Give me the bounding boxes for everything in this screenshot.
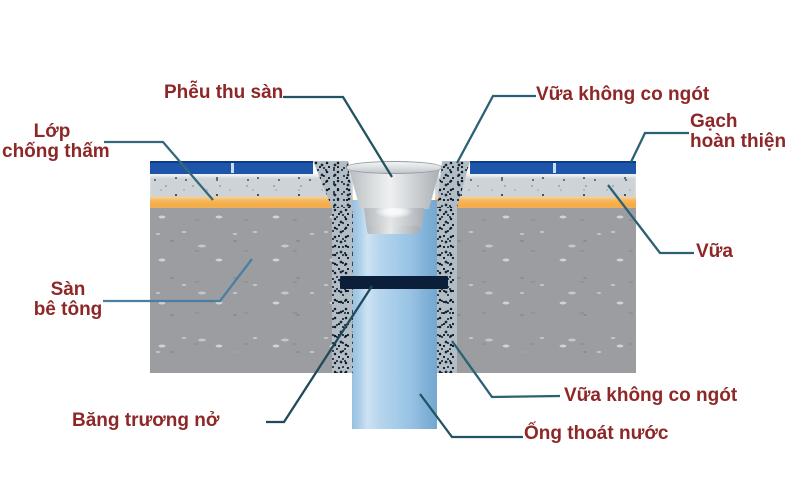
- leader-lop-chong-tham: [104, 140, 214, 201]
- label-vua-right: Vữa: [696, 241, 733, 262]
- leader-san-be-tong: [103, 258, 253, 303]
- concrete-slab-left: [150, 208, 353, 373]
- drain-funnel-outlet: [367, 226, 419, 234]
- concrete-slab-right: [437, 208, 636, 373]
- label-lop-chong-tham-line1: Lớp: [33, 121, 71, 142]
- drain-pipe: [352, 200, 437, 429]
- waterproofing-layer-right: [435, 197, 636, 208]
- label-san-be-tong-line1: Sàn: [50, 279, 86, 300]
- tile-joint-right: [553, 163, 556, 173]
- label-san-be-tong-line2: bê tông: [33, 299, 103, 320]
- label-gach-hoan-thien: Gạch hoàn thiện: [690, 112, 786, 152]
- waterstop-band: [340, 276, 448, 289]
- label-lop-chong-tham-line2: chống thấm: [2, 141, 110, 162]
- nonshrink-mortar-column-left: [332, 208, 353, 373]
- tile-joint-left: [231, 163, 234, 173]
- label-lop-chong-tham: Lớp chống thấm: [2, 121, 110, 162]
- leader-bang-truong-no: [266, 285, 373, 424]
- label-vua-khong-co-ngot-top: Vữa không co ngót: [536, 84, 710, 105]
- label-gach-hoan-thien-line2: hoàn thiện: [690, 131, 787, 152]
- label-san-be-tong: Sàn bê tông: [30, 280, 106, 320]
- nonshrink-mortar-column-right: [437, 208, 457, 373]
- leader-pheu-thu-san: [283, 95, 393, 178]
- mortar-bed-layer-right: [435, 174, 636, 197]
- leader-vua-right: [607, 184, 694, 255]
- leader-vua-khong-co-ngot-bottom: [451, 340, 561, 399]
- drain-funnel-neck: [363, 208, 425, 228]
- drain-funnel-body: [348, 169, 441, 209]
- label-bang-truong-no: Băng trương nở: [72, 410, 220, 431]
- label-ong-thoat-nuoc: Ống thoát nước: [524, 423, 669, 444]
- leader-vua-khong-co-ngot-top: [455, 94, 536, 164]
- leader-ong-thoat-nuoc: [419, 393, 523, 439]
- label-vua-khong-co-ngot-bottom: Vữa không co ngót: [564, 385, 738, 406]
- mortar-bed-layer-left: [150, 174, 353, 197]
- waterproofing-layer-left: [150, 197, 353, 208]
- drain-funnel-rim: [346, 161, 442, 174]
- label-pheu-thu-san: Phễu thu sàn: [164, 82, 284, 103]
- leader-gach-hoan-thien: [629, 131, 689, 163]
- label-gach-hoan-thien-line1: Gạch: [690, 111, 738, 132]
